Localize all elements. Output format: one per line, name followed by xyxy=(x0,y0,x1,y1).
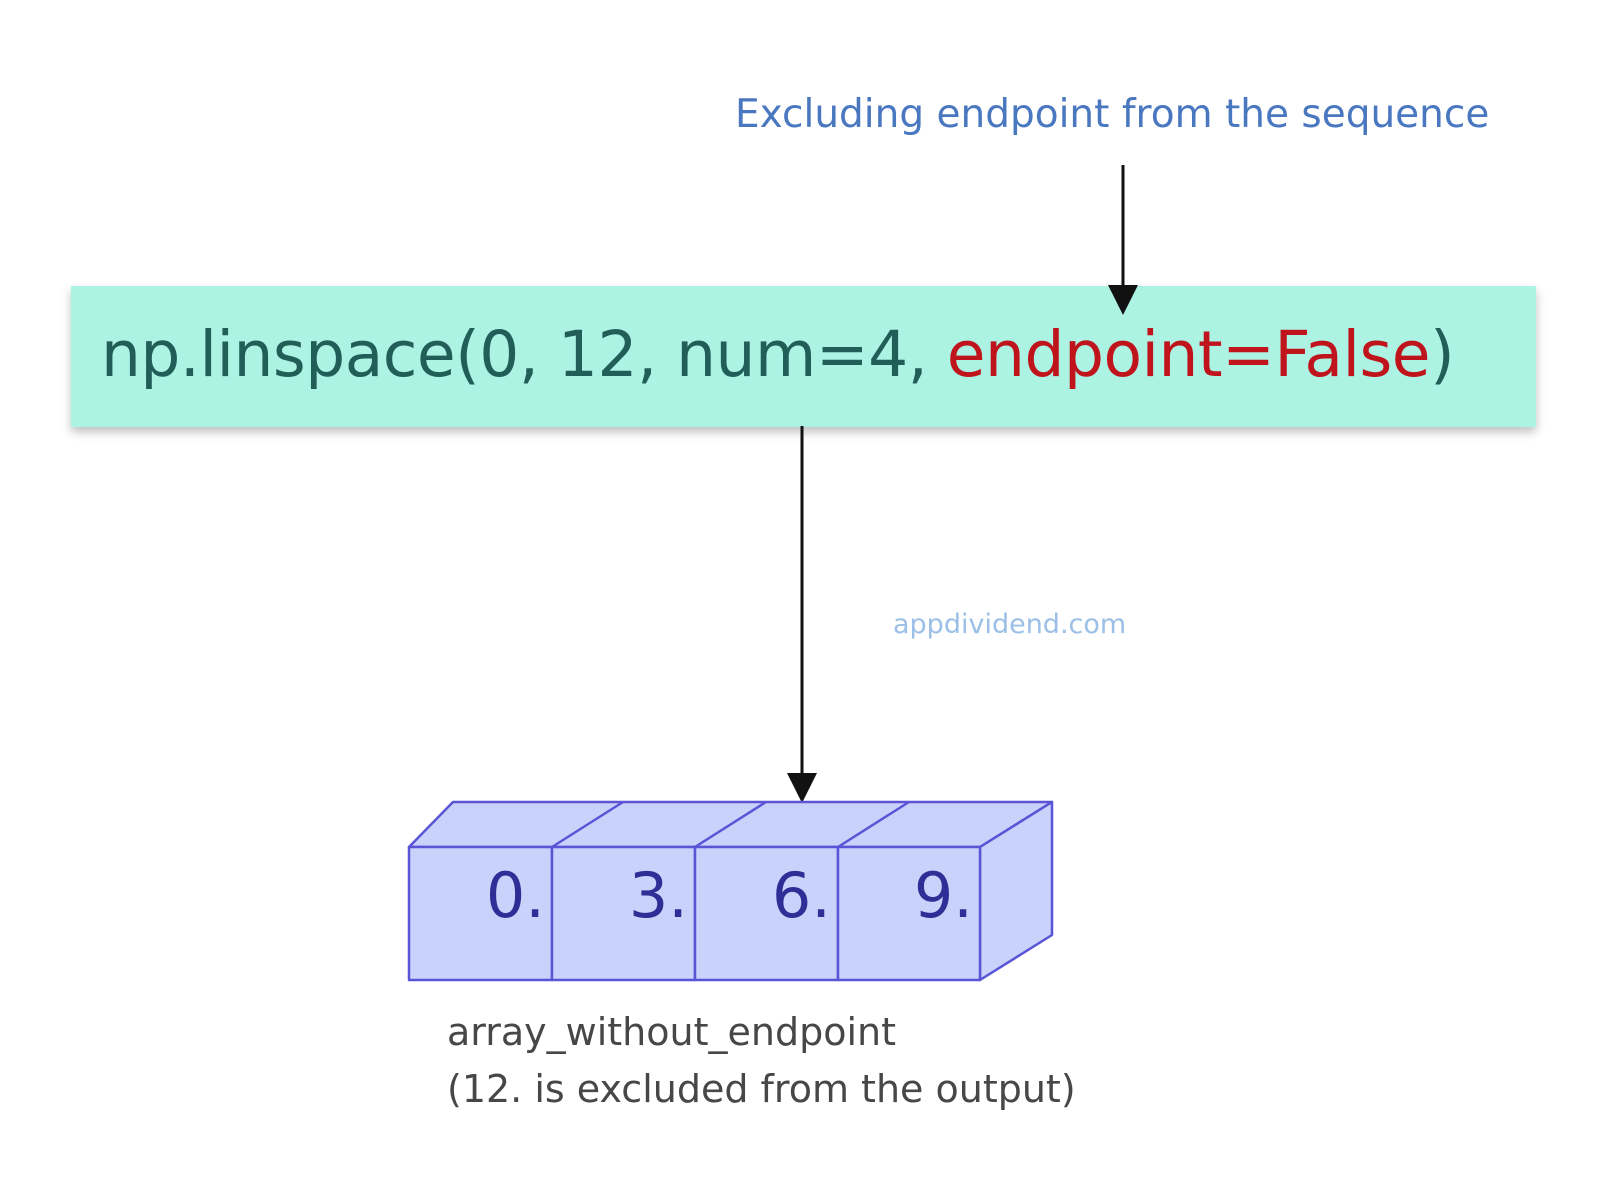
array-cell xyxy=(693,845,840,982)
array-top-divider xyxy=(837,800,910,849)
code-prefix: np.linspace(0, 12, num=4, xyxy=(101,318,947,391)
array-value: 0. xyxy=(486,859,545,932)
code-highlight: endpoint=False xyxy=(946,318,1431,391)
array-value: 6. xyxy=(772,859,831,932)
array-top-divider xyxy=(694,800,767,849)
array-value: 3. xyxy=(629,859,688,932)
array-value: 9. xyxy=(914,859,973,932)
code-expression: np.linspace(0, 12, num=4, endpoint=False… xyxy=(101,313,1455,397)
caption-note: (12. is excluded from the output) xyxy=(447,1067,1076,1111)
array-caption: array_without_endpoint (12. is excluded … xyxy=(447,1004,1076,1118)
code-suffix: ) xyxy=(1430,318,1455,391)
array-top-divider xyxy=(551,800,624,849)
array-cell xyxy=(836,845,982,982)
annotation-label: Excluding endpoint from the sequence xyxy=(735,92,1490,137)
array-block: 0. 3. 6. 9. xyxy=(407,800,1054,982)
code-box: np.linspace(0, 12, num=4, endpoint=False… xyxy=(71,286,1536,427)
caption-title: array_without_endpoint xyxy=(447,1010,896,1054)
array-cell xyxy=(550,845,697,982)
watermark: appdividend.com xyxy=(893,609,1127,640)
